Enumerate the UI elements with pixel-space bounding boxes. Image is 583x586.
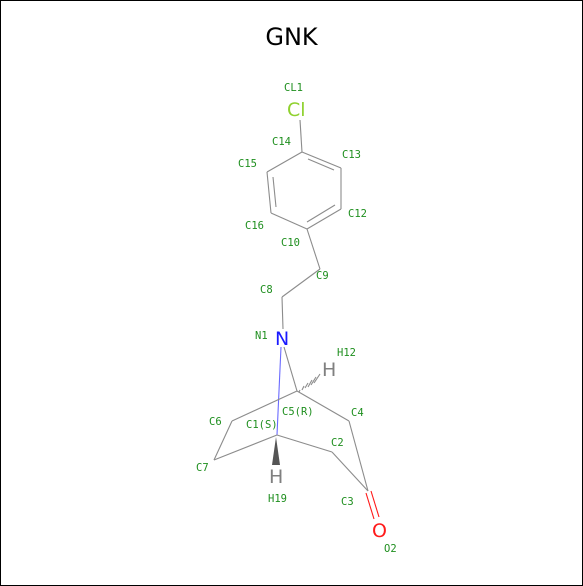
atom-h-bottom: H [269, 466, 283, 488]
bond-c14-cl1 [299, 119, 303, 153]
bond-c8-n1 [281, 296, 284, 330]
bond-c9-c8 [281, 268, 321, 298]
label-c3: C3 [341, 496, 354, 508]
benzene-ring [266, 151, 342, 230]
label-c6: C6 [209, 416, 222, 428]
solid-wedge-h19 [272, 437, 280, 465]
label-c8: C8 [260, 284, 273, 296]
label-c5r: C5(R) [282, 406, 314, 418]
label-h19: H19 [268, 493, 287, 505]
atom-o: O [372, 520, 387, 542]
label-cl1: CL1 [284, 82, 303, 94]
hashed-wedge-h12 [298, 373, 321, 393]
label-c13: C13 [342, 149, 361, 161]
label-h12: H12 [337, 347, 356, 359]
label-c4: C4 [351, 407, 364, 419]
molecule-title: GNK [265, 23, 318, 51]
atom-n: N [275, 328, 289, 350]
bond-c10-c9 [306, 228, 321, 270]
label-c16: C16 [245, 220, 264, 232]
label-c2: C2 [331, 437, 344, 449]
label-n1: N1 [255, 330, 268, 342]
label-c15: C15 [238, 158, 257, 170]
tropane-core [213, 346, 380, 520]
label-c1s: C1(S) [246, 419, 278, 431]
label-c10: C10 [281, 237, 300, 249]
label-c9: C9 [316, 270, 329, 282]
atom-h-top: H [322, 359, 336, 381]
label-o2: O2 [384, 543, 397, 555]
label-c7: C7 [196, 462, 209, 474]
atom-cl: Cl [287, 99, 306, 121]
label-c12: C12 [348, 208, 367, 220]
label-c14: C14 [272, 136, 291, 148]
